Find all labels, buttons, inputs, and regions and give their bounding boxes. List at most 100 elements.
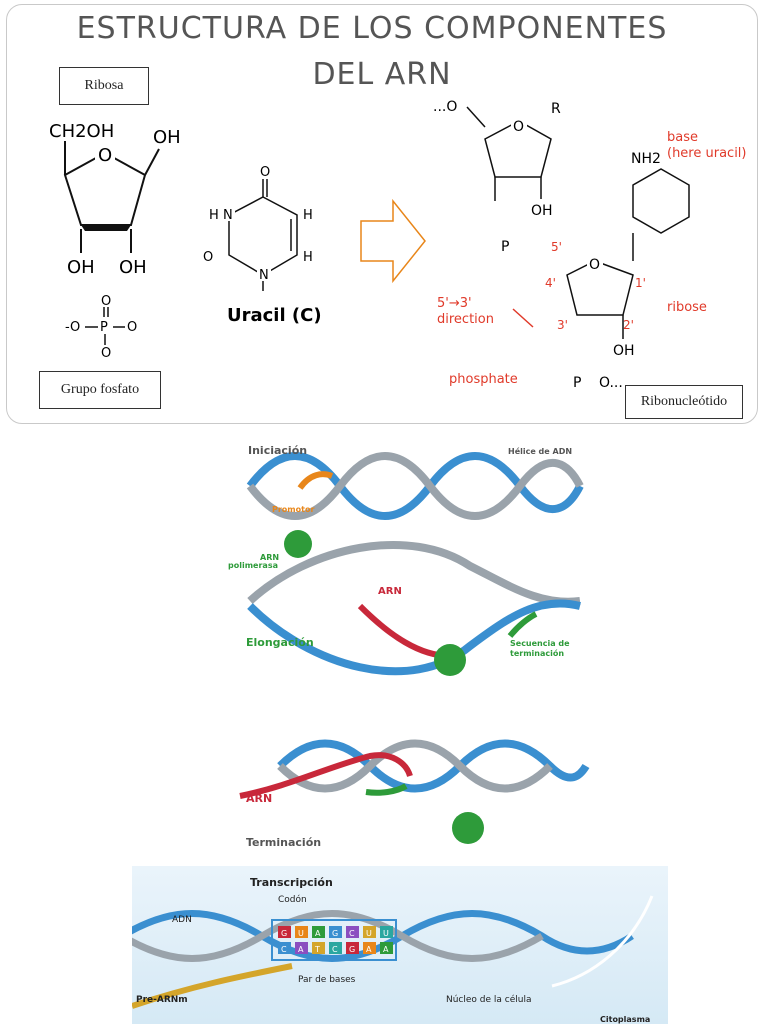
slide-title-line2: DEL ARN (312, 57, 452, 92)
nucleotide-p-top: P (501, 239, 509, 255)
ribonucleotido-label: Ribonucleótido (625, 385, 743, 419)
prime-5: 5' (551, 240, 562, 254)
base-bottom-cell (363, 942, 376, 954)
base-bottom-letter: A (383, 945, 389, 954)
base-top-letter: G (332, 929, 338, 938)
base-bottom-letter: A (366, 945, 372, 954)
nucleo-label: Núcleo de la célula (446, 994, 531, 1005)
nucleotide-ring-o-top: O (513, 119, 524, 135)
nucleotide-nh2: NH2 (631, 151, 661, 167)
base-bottom-cell (295, 942, 308, 954)
secuencia-label-2: terminación (510, 648, 564, 658)
codon-label: Codón (278, 894, 307, 905)
transcription-cell-panel: Transcripción Codón ADN Par de bases Pre… (132, 866, 668, 1024)
dna-helix-top (246, 452, 584, 520)
base-top-letter: C (349, 929, 355, 938)
base-bottom-letter: G (349, 945, 355, 954)
uracil-o-top: O (260, 165, 270, 180)
adn-label: ADN (172, 915, 192, 925)
uracil-n-bottom: N (259, 268, 269, 283)
phosphate-o-top: O (101, 294, 111, 309)
nucleotide-oh-top: OH (531, 203, 553, 219)
uracil-h-left: H (209, 208, 219, 223)
uracil-h-bottom-right: H (303, 250, 313, 265)
nucleotide-p-bottom: P (573, 375, 581, 391)
base-top-letter: U (298, 929, 304, 938)
base-bottom-cell (380, 942, 393, 954)
promotor-label: Promotor (272, 505, 314, 514)
uracil-h-top-right: H (303, 208, 313, 223)
arn-polimerasa-label-1: ARN (260, 553, 279, 562)
prime-1: 1' (635, 276, 646, 290)
nucleotide-trailing: O... (599, 375, 623, 391)
transcription-steps-diagram: Iniciación Hélice de ADN Promotor ARN po… (228, 444, 590, 849)
dna-bubble-middle (247, 540, 581, 676)
nucleotide-top-o: ...O (433, 99, 457, 115)
ribosa-label: Ribosa (59, 67, 149, 105)
dna-helix-bottom (239, 739, 590, 799)
nucleotide-ring-o-bottom: O (589, 257, 600, 273)
base-label: base (667, 130, 698, 145)
base-bottom-letter: C (281, 945, 287, 954)
arn-label-bottom: ARN (246, 792, 272, 805)
base-top-cell (363, 926, 376, 938)
slide-title-line1: ESTRUCTURA DE LOS COMPONENTES (76, 11, 668, 46)
pre-arnm-label: Pre-ARNm (136, 995, 188, 1005)
base-top-letter: G (281, 929, 287, 938)
ribonucleotide-structure: ...O R O OH P O 5' 4' 1' 3' 2' OH P O...… (433, 99, 747, 391)
base-top-letter: U (383, 929, 389, 938)
base-top-cell (346, 926, 359, 938)
base-top-cell (380, 926, 393, 938)
transcripcion-title: Transcripción (250, 876, 333, 889)
base-bottom-cell (329, 942, 342, 954)
arrow-right-icon (360, 198, 426, 284)
ribose-oh-bottom-left: OH (67, 257, 95, 278)
ribose-ring-o: O (98, 145, 112, 166)
base-bottom-letter: A (298, 945, 304, 954)
phosphate-minus-o: -O (65, 320, 80, 335)
phosphate-o-right: O (127, 320, 137, 335)
base-bottom-cell (346, 942, 359, 954)
direction-label-1: 5'→3' (437, 296, 472, 311)
phosphate-side-label: phosphate (449, 372, 518, 387)
nucleotide-r: R (551, 101, 561, 117)
base-top-letter: U (366, 929, 372, 938)
helice-label: Hélice de ADN (508, 446, 572, 456)
phosphate-o-bottom: O (101, 346, 111, 361)
ribose-side-label: ribose (667, 300, 707, 315)
terminacion-label: Terminación (246, 836, 321, 849)
base-bottom-cell (278, 942, 291, 954)
prime-3: 3' (557, 318, 568, 332)
prime-2: 2' (623, 318, 634, 332)
base-top-cell (329, 926, 342, 938)
base-bottom-letter: T (314, 945, 320, 954)
phosphate-group: O P -O O O (65, 294, 137, 361)
uracil-n-left: N (223, 208, 233, 223)
nucleotide-oh-bottom: OH (613, 343, 635, 359)
base-sub-label: (here uracil) (667, 146, 747, 161)
elongacion-label: Elongación (246, 636, 314, 649)
base-top-cell (278, 926, 291, 938)
uracil-structure: O H N H H O N Uracil (C) (203, 165, 322, 326)
base-top-cell (312, 926, 325, 938)
base-top-letter: A (315, 929, 321, 938)
base-bottom-letter: C (332, 945, 338, 954)
uracil-name: Uracil (C) (227, 305, 322, 326)
direction-label-2: direction (437, 312, 494, 327)
citoplasma-label: Citoplasma (600, 1015, 650, 1024)
transcription-cell-diagram: Transcripción Codón ADN Par de bases Pre… (132, 876, 654, 1024)
par-bases-label: Par de bases (298, 975, 356, 985)
arn-label-middle: ARN (378, 586, 402, 597)
arn-polimerasa-label-2: polimerasa (228, 561, 278, 570)
base-top-cell (295, 926, 308, 938)
uracil-o-left: O (203, 250, 213, 265)
ribose-ch2oh: CH2OH (49, 121, 114, 142)
secuencia-label-1: Secuencia de (510, 639, 570, 648)
ribose-oh-bottom-right: OH (119, 257, 147, 278)
ribose-oh-right: OH (153, 127, 181, 148)
base-bottom-cell (312, 942, 325, 954)
ribose-structure: CH2OH OH O OH OH (49, 121, 181, 278)
phosphate-p: P (100, 320, 108, 335)
